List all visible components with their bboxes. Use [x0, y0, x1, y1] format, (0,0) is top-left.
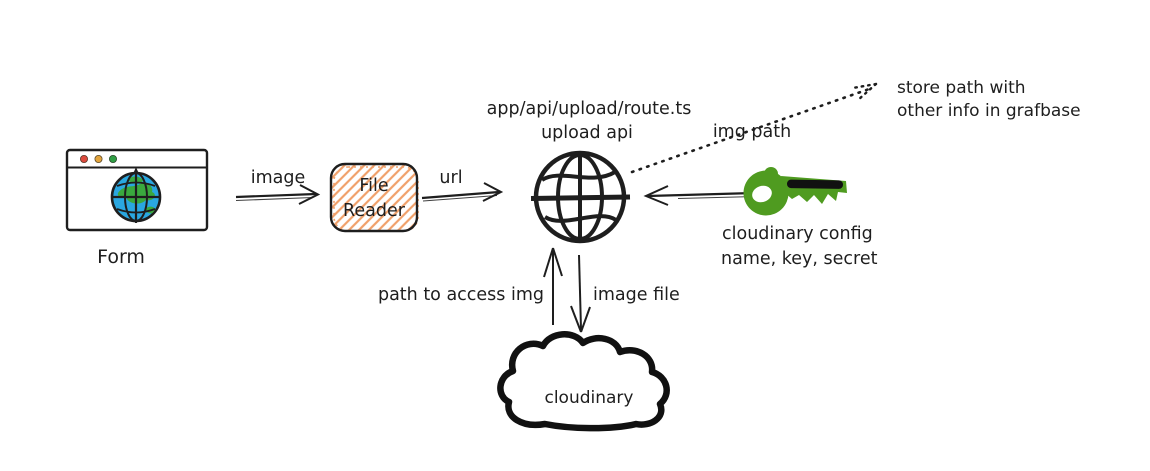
browser-window-icon — [65, 148, 209, 232]
key-icon — [743, 167, 847, 216]
config-arrow — [643, 185, 757, 206]
grafbase-note-line2: other info in grafbase — [897, 101, 1081, 121]
file-reader-label-line2: Reader — [343, 201, 406, 221]
cloud-label: cloudinary — [544, 388, 633, 408]
traffic-light-red-icon — [80, 154, 89, 163]
file-reader-node: File Reader — [329, 162, 419, 233]
traffic-light-green-icon — [109, 154, 118, 163]
upload-api-subtitle: upload api — [541, 123, 633, 143]
mini-globe-icon — [110, 167, 162, 223]
cloud-icon: cloudinary — [497, 331, 670, 432]
key-shaft-stripe — [786, 179, 843, 189]
url-arrow — [421, 182, 504, 202]
image-file-label: image file — [593, 285, 680, 305]
upload-api-route-label: app/api/upload/route.ts — [487, 99, 692, 119]
img-path-dotted-arrow — [630, 82, 878, 174]
upload-api-globe-icon — [530, 150, 631, 244]
file-reader-label-line1: File — [359, 176, 388, 196]
file-reader-box — [329, 162, 419, 233]
traffic-light-yellow-icon — [94, 154, 103, 163]
form-label: Form — [97, 246, 145, 268]
grafbase-note-line1: store path with — [897, 78, 1026, 98]
path-to-access-label: path to access img — [378, 285, 544, 305]
key-hole — [752, 185, 772, 203]
image-file-down-arrow — [570, 254, 591, 333]
cloudinary-config-line2: name, key, secret — [721, 249, 878, 269]
url-arrow-label: url — [439, 168, 462, 188]
img-path-label: img path — [713, 122, 791, 142]
image-arrow — [235, 184, 321, 205]
path-access-up-arrow — [543, 247, 563, 325]
cloudinary-config-line1: cloudinary config — [722, 224, 873, 244]
image-arrow-label: image — [251, 168, 306, 188]
